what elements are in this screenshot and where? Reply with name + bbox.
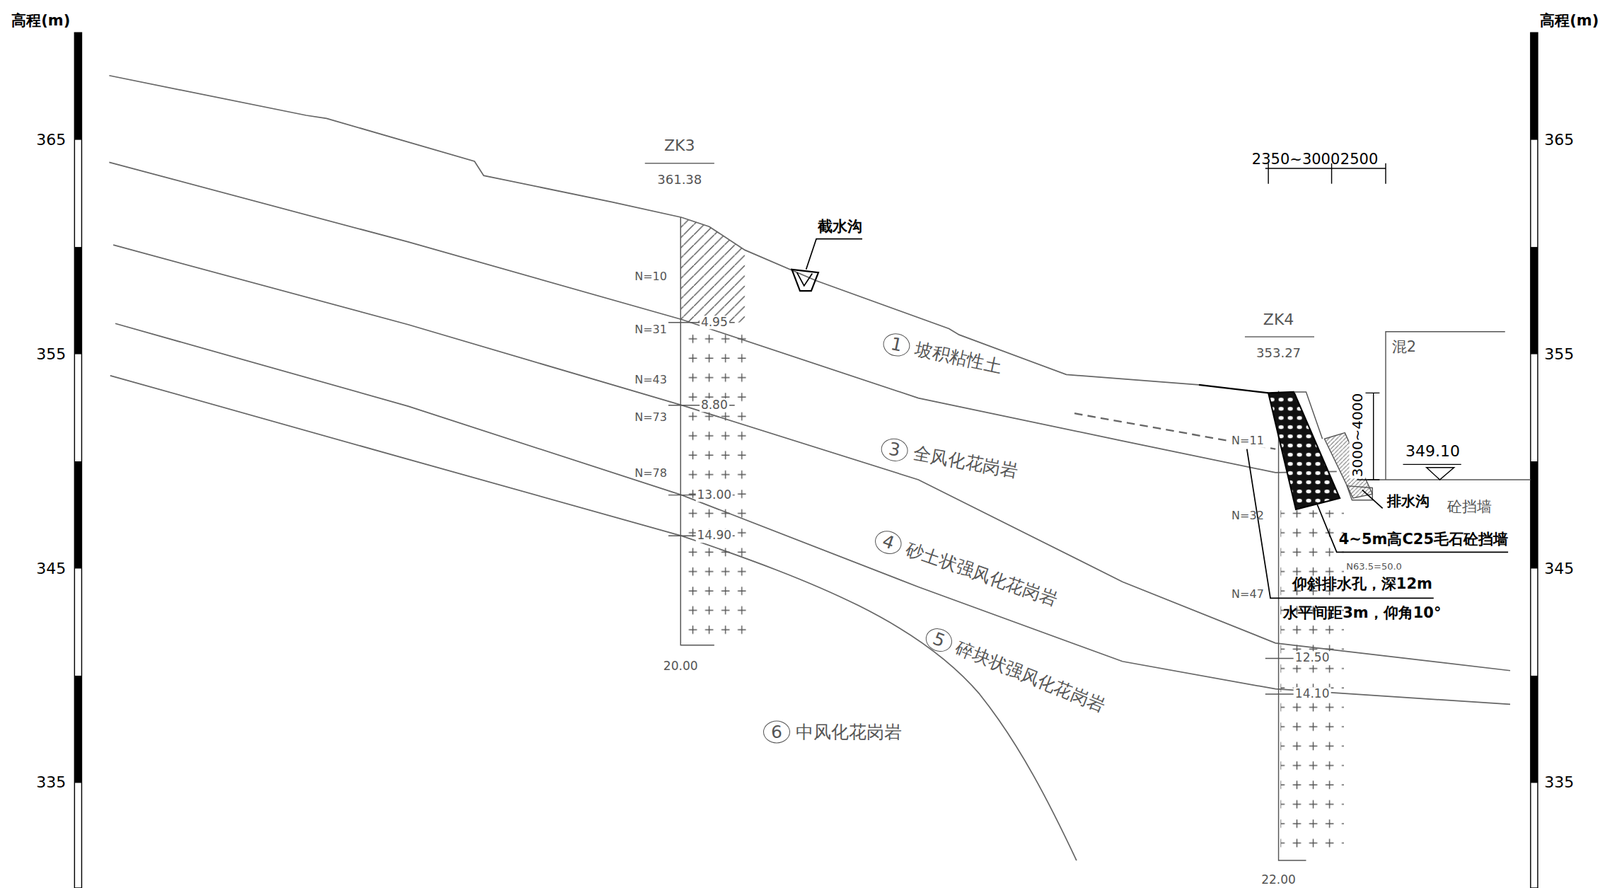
stratum-number: 6 bbox=[763, 720, 791, 743]
annotation-label: 水平间距3m，仰角10° bbox=[1281, 603, 1443, 621]
annotation-label: ZK3 bbox=[662, 137, 697, 155]
annotation-label: N=10 bbox=[633, 270, 669, 283]
annotation-label: 混2 bbox=[1390, 338, 1418, 356]
annotation-label: 高程(m) bbox=[9, 12, 72, 30]
annotation-label: 14.10 bbox=[1293, 686, 1332, 701]
stratum-label: 3全风化花岗岩 bbox=[879, 435, 1021, 484]
site-lines bbox=[1265, 163, 1531, 501]
annotation-label: 335 bbox=[34, 773, 68, 792]
annotation-label: 355 bbox=[1542, 345, 1576, 363]
stratum-name: 中风化花岗岩 bbox=[795, 720, 902, 744]
stratum-name: 坡积粘性土 bbox=[913, 337, 1005, 379]
stratum-label: 5碎块状强风化花岗岩 bbox=[922, 623, 1110, 718]
annotation-label: 365 bbox=[1542, 130, 1576, 149]
annotation-label: 仰斜排水孔，深12m bbox=[1290, 575, 1434, 593]
annotation-label: N=43 bbox=[633, 372, 669, 386]
annotation-label: N=31 bbox=[633, 323, 669, 336]
annotation-label: 22.00 bbox=[1259, 872, 1298, 888]
stratum-label: 6中风化花岗岩 bbox=[763, 720, 902, 744]
annotation-label: N63.5=50.0 bbox=[1344, 560, 1404, 572]
annotation-label: 高程(m) bbox=[1538, 12, 1600, 30]
stratum-number: 3 bbox=[879, 435, 911, 463]
annotation-label: 14.90 bbox=[695, 529, 733, 544]
annotation-label: 335 bbox=[1542, 773, 1576, 792]
annotation-label: 2350~3000 bbox=[1250, 150, 1342, 168]
annotation-label: 345 bbox=[1542, 559, 1576, 578]
annotation-label: 12.50 bbox=[1293, 651, 1332, 666]
annotation-label: 8.80 bbox=[699, 398, 730, 413]
annotation-label: 4~5m高C25毛石砼挡墙 bbox=[1337, 530, 1510, 548]
annotation-label: 砼挡墙 bbox=[1445, 497, 1494, 515]
annotation-label: N=78 bbox=[633, 466, 669, 480]
stratum-name: 全风化花岗岩 bbox=[911, 441, 1020, 484]
annotation-label: 20.00 bbox=[662, 659, 700, 674]
strata-lines bbox=[108, 75, 1511, 861]
stratum-number: 5 bbox=[922, 623, 956, 655]
retaining-wall bbox=[1198, 384, 1373, 510]
stratum-name: 砂土状强风化花岗岩 bbox=[902, 537, 1061, 612]
stratum-name: 碎块状强风化花岗岩 bbox=[952, 635, 1109, 718]
borehole-zk3 bbox=[645, 163, 747, 646]
annotation-label: 排水沟 bbox=[1385, 493, 1431, 510]
annotation-label: N=11 bbox=[1230, 434, 1266, 448]
stratum-label: 4砂土状强风化花岗岩 bbox=[871, 526, 1061, 612]
stratum-label: 1坡积粘性土 bbox=[881, 330, 1005, 379]
annotation-label: 355 bbox=[34, 345, 68, 363]
annotation-label: 365 bbox=[34, 130, 68, 149]
annotation-label: ZK4 bbox=[1261, 310, 1296, 329]
annotation-label: 13.00 bbox=[695, 488, 733, 503]
stratum-number: 1 bbox=[881, 331, 913, 359]
annotation-label: 3000~4000 bbox=[1348, 391, 1366, 479]
annotation-label: N=47 bbox=[1230, 587, 1266, 600]
annotation-label: 2500 bbox=[1338, 150, 1380, 168]
annotation-label: N=73 bbox=[633, 410, 669, 424]
annotation-label: N=32 bbox=[1230, 508, 1266, 522]
elevation-bar bbox=[74, 32, 1538, 888]
annotation-label: 截水沟 bbox=[816, 217, 864, 235]
annotation-label: 361.38 bbox=[655, 172, 704, 188]
annotation-label: 345 bbox=[34, 559, 68, 578]
stratum-number: 4 bbox=[872, 526, 905, 558]
annotation-label: 349.10 bbox=[1404, 442, 1462, 460]
annotation-label: 4.95 bbox=[699, 315, 730, 330]
annotation-label: 353.27 bbox=[1254, 345, 1303, 361]
